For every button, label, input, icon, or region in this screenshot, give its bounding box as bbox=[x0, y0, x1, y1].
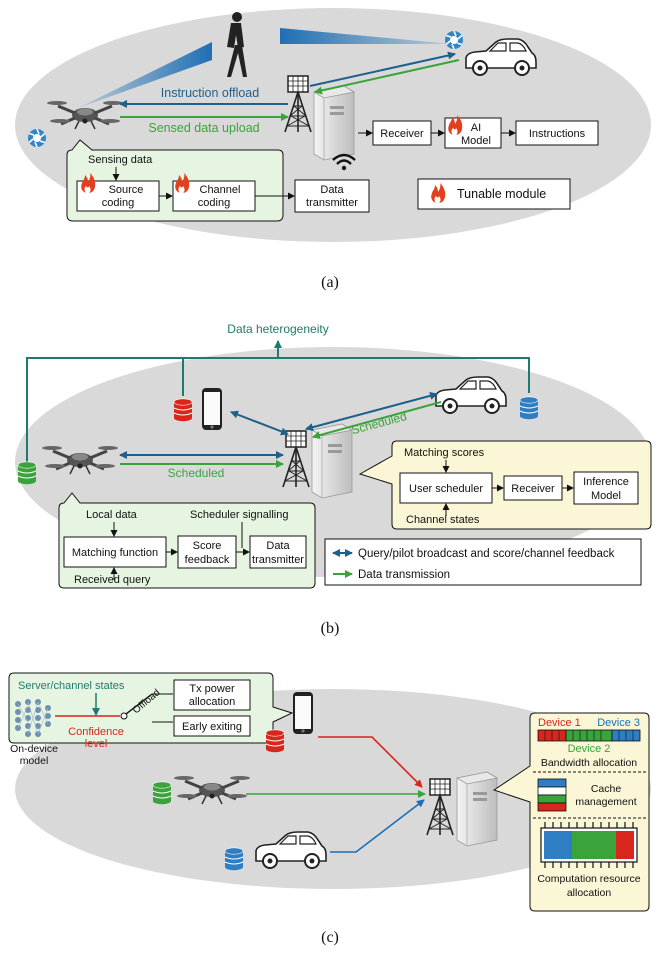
score-feedback-box bbox=[177, 535, 237, 569]
processor-chip-icon bbox=[540, 822, 638, 868]
matching-function-label: Matching function bbox=[72, 547, 158, 559]
cache-label-2: management bbox=[575, 796, 636, 808]
offload-switch bbox=[125, 693, 153, 715]
data-transmitter-box bbox=[249, 535, 307, 569]
instruction-offload-label: Instruction offload bbox=[161, 86, 259, 100]
smartphone-icon bbox=[293, 692, 313, 734]
data-transmitter-box bbox=[294, 179, 370, 213]
device1-label: Device 1 bbox=[538, 717, 581, 729]
caption-c: (c) bbox=[321, 929, 339, 946]
source-coding-label-2: coding bbox=[102, 197, 134, 209]
device2-label: Device 2 bbox=[568, 743, 611, 755]
inference-model-label-2: Model bbox=[591, 490, 621, 502]
receiver-label: Receiver bbox=[511, 483, 555, 495]
green-dataset-icon bbox=[17, 461, 37, 485]
receiver-box bbox=[503, 475, 563, 501]
tx-power-label-1: Tx power bbox=[189, 683, 235, 695]
camera-lens-icon bbox=[444, 30, 464, 50]
inference-model-box bbox=[573, 471, 639, 505]
inference-model-label-1: Inference bbox=[583, 476, 629, 488]
sensing-data-label: Sensing data bbox=[88, 154, 153, 166]
wifi-icon bbox=[332, 153, 356, 171]
data-heterogeneity-label: Data heterogeneity bbox=[227, 322, 328, 336]
smartphone-icon bbox=[202, 388, 222, 430]
on-device-label-2: model bbox=[20, 755, 49, 767]
tx-power-allocation-box bbox=[173, 679, 251, 711]
channel-coding-label-2: coding bbox=[198, 197, 230, 209]
uplink-phone bbox=[318, 736, 423, 788]
query-feedback-link-car bbox=[305, 391, 438, 432]
score-feedback-label-2: feedback bbox=[185, 554, 230, 566]
bandwidth-bar bbox=[537, 729, 641, 742]
scheduler-signalling-label: Scheduler signalling bbox=[190, 509, 288, 521]
early-exiting-label: Early exiting bbox=[182, 721, 242, 733]
receiver-label: Receiver bbox=[380, 128, 424, 140]
data-transmitter-label-1: Data bbox=[266, 540, 290, 552]
confidence-label-1: Confidence bbox=[68, 726, 124, 738]
early-exiting-box bbox=[173, 715, 251, 737]
camera-lens-icon bbox=[27, 128, 47, 148]
device3-label: Device 3 bbox=[597, 717, 640, 729]
instruction-link-car bbox=[309, 51, 456, 87]
caption-a: (a) bbox=[321, 274, 339, 291]
bandwidth-allocation-label: Bandwidth allocation bbox=[541, 757, 637, 769]
uplink-car bbox=[330, 799, 425, 853]
sensing-beam-left bbox=[78, 42, 212, 108]
legend-data-label: Data transmission bbox=[358, 569, 450, 581]
ai-model-label-1: AI bbox=[471, 122, 481, 134]
received-query-label: Received query bbox=[74, 574, 151, 586]
edge-server-icon bbox=[456, 771, 498, 847]
local-data-label: Local data bbox=[86, 509, 138, 521]
neural-network-icon bbox=[15, 699, 51, 737]
data-transmitter-label-2: transmitter bbox=[252, 554, 304, 566]
channel-states-label: Channel states bbox=[406, 514, 480, 526]
computation-label-2: allocation bbox=[567, 887, 612, 899]
arrow-legend bbox=[324, 538, 642, 586]
data-transmitter-label-2: transmitter bbox=[306, 197, 358, 209]
query-feedback-link-phone bbox=[230, 410, 289, 436]
ai-model-label-2: Model bbox=[461, 135, 491, 147]
panel-c: Server/channel states On-device model Co… bbox=[8, 672, 651, 946]
receiver-box bbox=[372, 120, 432, 146]
caption-b: (b) bbox=[321, 620, 340, 637]
tunable-module-label: Tunable module bbox=[457, 187, 546, 201]
panel-a: Instruction offload Sensed data upload S… bbox=[15, 8, 651, 291]
source-coding-label-1: Source bbox=[109, 184, 144, 196]
matching-function-box bbox=[63, 536, 167, 568]
cache-label-1: Cache bbox=[591, 783, 622, 795]
confidence-label-2: level bbox=[85, 738, 108, 750]
user-scheduler-label: User scheduler bbox=[409, 483, 483, 495]
switch-pivot bbox=[120, 712, 128, 720]
server-channel-states-label: Server/channel states bbox=[18, 680, 125, 692]
instructions-label: Instructions bbox=[529, 128, 586, 140]
pedestrian-icon bbox=[227, 12, 247, 77]
legend-query-label: Query/pilot broadcast and score/channel … bbox=[358, 548, 615, 560]
sensed-data-upload-label: Sensed data upload bbox=[148, 121, 259, 135]
on-device-label-1: On-device bbox=[10, 743, 58, 755]
sensed-link-car bbox=[314, 59, 460, 95]
red-dataset-icon bbox=[173, 398, 193, 422]
blue-dataset-icon bbox=[224, 847, 244, 871]
channel-coding-label-1: Channel bbox=[200, 184, 241, 196]
tx-power-label-2: allocation bbox=[189, 696, 235, 708]
blue-dataset-icon bbox=[519, 396, 539, 420]
scheduled-drone-label: Scheduled bbox=[168, 466, 225, 480]
matching-scores-label: Matching scores bbox=[404, 447, 485, 459]
user-scheduler-box bbox=[399, 472, 493, 504]
computation-label-1: Computation resource bbox=[537, 873, 640, 885]
data-transmitter-label-1: Data bbox=[320, 184, 344, 196]
red-dataset-icon bbox=[265, 729, 285, 753]
green-dataset-icon bbox=[152, 781, 172, 805]
panel-b: Data heterogeneity Scheduled Scheduled M… bbox=[15, 322, 652, 637]
cache-stack-icon bbox=[537, 778, 567, 812]
data-transmission-car bbox=[312, 401, 442, 440]
sensing-beam-right bbox=[280, 28, 452, 44]
edge-server-icon bbox=[313, 85, 355, 161]
instructions-box bbox=[515, 120, 599, 146]
score-feedback-label-1: Score bbox=[193, 540, 222, 552]
